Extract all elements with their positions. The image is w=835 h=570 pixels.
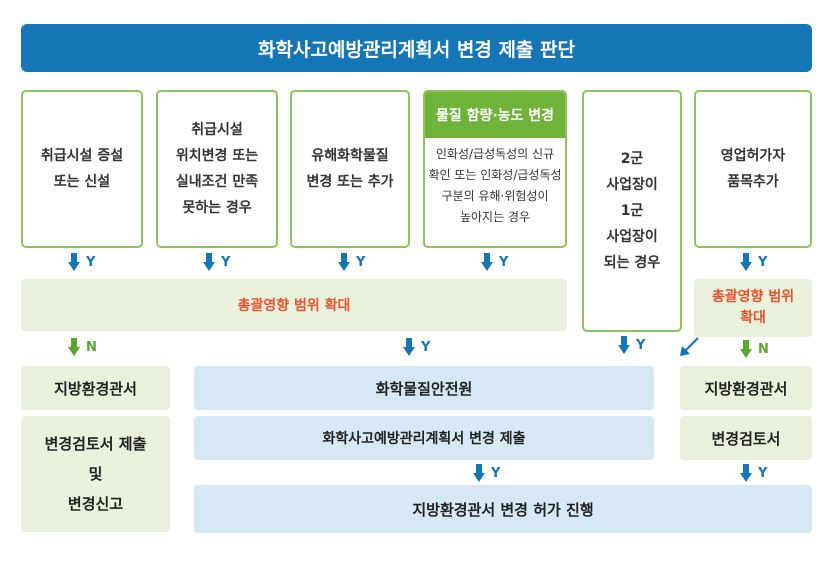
arrow-down-icon: [481, 253, 493, 271]
page-title: 화학사고예방관리계획서 변경 제출 판단: [21, 24, 812, 72]
arrow-down-icon: [740, 464, 752, 482]
action-label: 변경검토서: [711, 429, 781, 448]
arrow-label: Y: [636, 337, 646, 353]
yes-arrow: Y: [203, 253, 230, 271]
arrow-down-icon: [740, 253, 752, 271]
arrow-label: Y: [86, 254, 96, 270]
right-action: 변경검토서: [680, 416, 812, 460]
arrow-label: N: [758, 341, 769, 357]
arrow-label: Y: [421, 339, 431, 355]
scope-expand-label: 총괄영향 범위 확대: [237, 298, 351, 314]
arrow-label: Y: [758, 465, 768, 481]
diagonal-arrow-icon: [680, 337, 699, 356]
arrow-down-icon: [338, 253, 350, 271]
arrow-down-icon: [473, 464, 485, 482]
yes-arrow: Y: [740, 464, 767, 482]
case-permit-item-add: 영업허가자 품목추가: [694, 90, 812, 248]
arrow-label: N: [86, 339, 97, 355]
arrow-down-icon: [740, 340, 752, 358]
office-label: 지방환경관서: [54, 379, 137, 398]
arrow-label: Y: [758, 254, 768, 270]
arrow-label: Y: [221, 254, 231, 270]
no-arrow: N: [68, 338, 97, 356]
case-concentration-change: 물질 함량·농도 변경 인화성/급성독성의 신규 확인 또는 인화성/급성독성 …: [423, 90, 567, 248]
submit-box: 화학사고예방관리계획서 변경 제출: [194, 416, 654, 460]
case-header: 물질 함량·농도 변경: [425, 92, 565, 138]
no-arrow: N: [740, 340, 769, 358]
left-office: 지방환경관서: [21, 366, 170, 410]
case-description: 인화성/급성독성의 신규 확인 또는 인화성/급성독성 구분의 유해·위험성이 …: [428, 147, 562, 224]
right-office: 지방환경관서: [680, 366, 812, 410]
scope-expand-label: 총괄영향 범위 확대: [711, 289, 795, 326]
arrow-down-icon: [68, 253, 80, 271]
yes-arrow: Y: [403, 338, 430, 356]
arrow-label: Y: [499, 254, 509, 270]
case-facility-relocation: 취급시설 위치변경 또는 실내조건 만족 못하는 경우: [156, 90, 278, 248]
left-action: 변경검토서 제출 및 변경신고: [21, 416, 170, 532]
scope-expand-right: 총괄영향 범위 확대: [694, 279, 812, 337]
case-facility-expansion: 취급시설 증설 또는 신설: [21, 90, 143, 248]
yes-arrow: Y: [473, 464, 500, 482]
yes-arrow: Y: [68, 253, 95, 271]
yes-arrow: Y: [618, 336, 645, 354]
case-chemical-change: 유해화학물질 변경 또는 추가: [290, 90, 410, 248]
yes-arrow: Y: [740, 253, 767, 271]
arrow-down-icon: [403, 338, 415, 356]
arrow-label: Y: [356, 254, 366, 270]
arrow-down-icon: [203, 253, 215, 271]
arrow-down-icon: [68, 338, 80, 356]
case-label: 영업허가자 품목추가: [720, 148, 786, 190]
arrow-label: Y: [491, 465, 501, 481]
action-label: 변경검토서 제출 및 변경신고: [44, 435, 147, 513]
institute-box: 화학물질안전원: [194, 366, 654, 410]
office-label: 지방환경관서: [704, 379, 788, 398]
submit-label: 화학사고예방관리계획서 변경 제출: [322, 431, 526, 447]
case-label: 취급시설 위치변경 또는 실내조건 만족 못하는 경우: [175, 122, 259, 216]
arrow-down-icon: [618, 336, 630, 354]
case-label: 유해화학물질 변경 또는 추가: [306, 148, 394, 190]
yes-arrow: Y: [481, 253, 508, 271]
case-label: 취급시설 증설 또는 신설: [40, 148, 124, 190]
institute-label: 화학물질안전원: [375, 379, 473, 398]
case-group-change: 2군 사업장이 1군 사업장이 되는 경우: [582, 90, 682, 332]
scope-expand-main: 총괄영향 범위 확대: [21, 279, 567, 331]
final-label: 지방환경관서 변경 허가 진행: [412, 500, 594, 519]
yes-arrow: Y: [338, 253, 365, 271]
case-label: 2군 사업장이 1군 사업장이 되는 경우: [603, 151, 661, 271]
final-box: 지방환경관서 변경 허가 진행: [194, 485, 812, 533]
